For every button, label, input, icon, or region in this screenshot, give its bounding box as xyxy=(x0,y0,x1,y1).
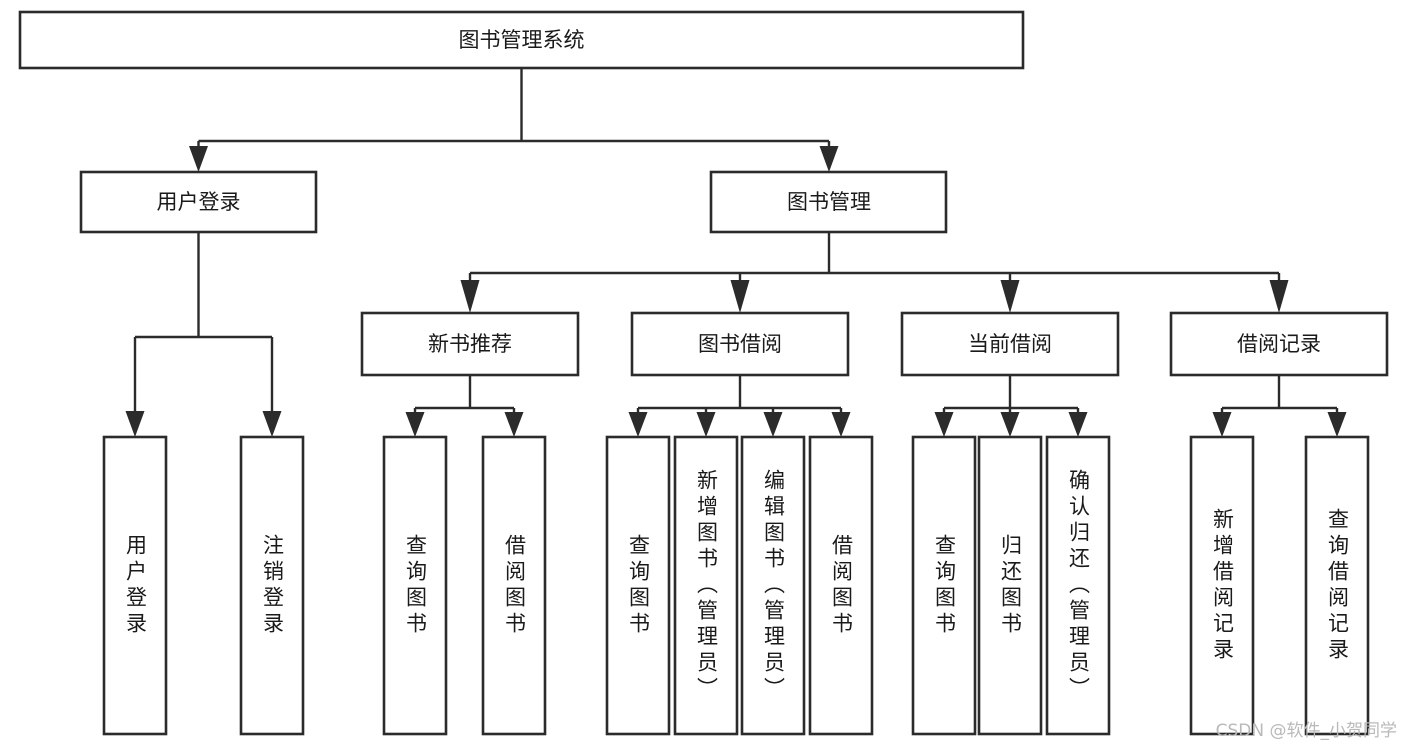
node-label-leaf-add-book: 新增图书（管理员） xyxy=(694,468,719,703)
csdn-watermark: CSDN @软件_小贺同学 xyxy=(1215,721,1397,741)
node-label-book-borrow: 图书借阅 xyxy=(698,332,782,356)
node-box-leaf-user-login[interactable] xyxy=(102,435,168,736)
node-label-book-manage: 图书管理 xyxy=(787,190,871,214)
node-box-leaf-query-record[interactable] xyxy=(1304,435,1370,736)
edge-userlogin-bus xyxy=(133,232,274,425)
node-box-current-borrow[interactable] xyxy=(900,311,1120,377)
arrowhead-icon xyxy=(934,412,954,437)
node-box-leaf-edit-book[interactable] xyxy=(740,435,806,736)
node-label-leaf-query-record: 查询借阅记录 xyxy=(1325,507,1350,664)
node-box-new-book-rec[interactable] xyxy=(360,311,580,377)
node-label-leaf-borrow-book-1: 借阅图书 xyxy=(502,533,527,638)
node-label-new-book-rec: 新书推荐 xyxy=(428,332,512,356)
arrowhead-icon xyxy=(628,412,648,437)
edge-bookborrow-bus xyxy=(636,375,843,425)
node-label-root: 图书管理系统 xyxy=(459,28,585,52)
edge-root-bus xyxy=(197,68,831,160)
arrowhead-icon xyxy=(262,411,282,437)
node-box-leaf-query-book-2[interactable] xyxy=(605,435,671,736)
node-box-leaf-return-book[interactable] xyxy=(977,435,1043,736)
arrowhead-icon xyxy=(1000,412,1020,437)
arrowhead-icon xyxy=(189,146,208,172)
node-label-leaf-query-book-1: 查询图书 xyxy=(403,533,428,638)
node-label-current-borrow: 当前借阅 xyxy=(968,332,1052,356)
arrowhead-icon xyxy=(1212,412,1232,437)
node-box-leaf-confirm-return[interactable] xyxy=(1045,435,1111,736)
node-box-leaf-borrow-book-1[interactable] xyxy=(481,435,547,736)
arrowhead-icon xyxy=(696,412,716,437)
arrowhead-icon xyxy=(1068,412,1088,437)
arrowhead-icon xyxy=(1327,412,1347,437)
node-box-leaf-add-book[interactable] xyxy=(673,435,739,736)
arrowhead-icon xyxy=(1000,280,1020,313)
node-box-leaf-add-record[interactable] xyxy=(1189,435,1255,736)
arrowhead-icon xyxy=(460,280,480,313)
node-box-book-manage[interactable] xyxy=(709,170,948,234)
node-label-user-login: 用户登录 xyxy=(157,190,241,214)
node-label-leaf-edit-book: 编辑图书（管理员） xyxy=(761,468,786,703)
edge-newbook-bus xyxy=(413,375,516,425)
arrowhead-icon xyxy=(819,146,839,172)
node-label-leaf-return-book: 归还图书 xyxy=(998,533,1023,638)
node-box-borrow-record[interactable] xyxy=(1169,311,1389,377)
node-label-borrow-record: 借阅记录 xyxy=(1237,332,1321,356)
arrowhead-layer xyxy=(125,146,1347,437)
arrowhead-icon xyxy=(504,412,524,437)
node-label-leaf-user-login: 用户登录 xyxy=(123,533,148,638)
node-box-user-login[interactable] xyxy=(79,170,318,234)
arrowhead-icon xyxy=(125,411,145,437)
arrowhead-icon xyxy=(763,412,783,437)
edge-bookmanage-bus xyxy=(468,232,1281,300)
node-label-leaf-query-book-3: 查询图书 xyxy=(932,533,957,638)
node-box-leaf-query-book-1[interactable] xyxy=(382,435,448,736)
node-label-leaf-add-record: 新增借阅记录 xyxy=(1210,507,1235,664)
node-label-leaf-borrow-book-2: 借阅图书 xyxy=(829,533,854,638)
arrowhead-icon xyxy=(730,280,750,313)
node-box-leaf-borrow-book-2[interactable] xyxy=(808,435,874,736)
node-label-leaf-logout: 注销登录 xyxy=(260,533,285,638)
node-label-leaf-confirm-return: 确认归还（管理员） xyxy=(1066,468,1091,703)
node-layer: 图书管理系统 用户登录 图书管理 新书推荐 图书借阅 当前借阅 借阅记录 xyxy=(18,10,1389,736)
node-box-leaf-logout[interactable] xyxy=(239,435,305,736)
edge-borrowrecord-bus xyxy=(1220,375,1339,425)
node-box-leaf-query-book-3[interactable] xyxy=(911,435,977,736)
arrowhead-icon xyxy=(405,412,425,437)
node-box-root[interactable] xyxy=(18,10,1025,70)
node-label-leaf-query-book-2: 查询图书 xyxy=(626,533,651,638)
arrowhead-icon xyxy=(1269,280,1289,313)
node-box-book-borrow[interactable] xyxy=(630,311,850,377)
arrowhead-icon xyxy=(831,412,851,437)
